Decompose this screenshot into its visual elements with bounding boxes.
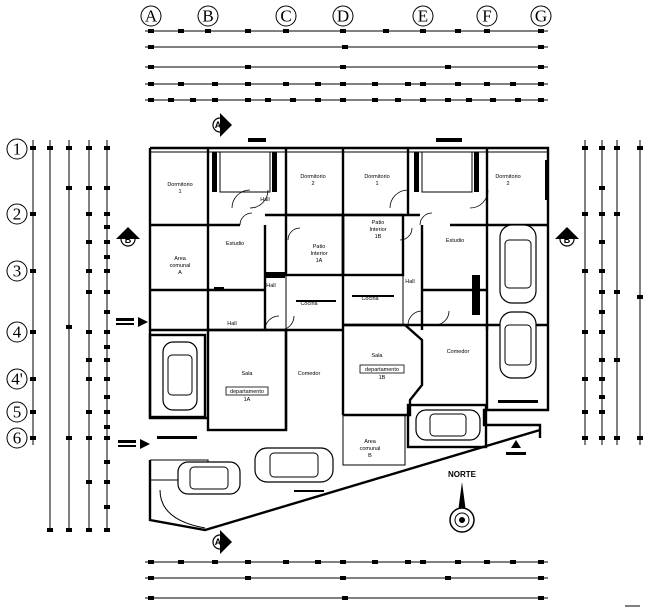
car-right-top — [499, 224, 537, 304]
room-sala-a: Sala — [241, 371, 253, 377]
room-sala-b: Sala — [371, 353, 383, 359]
room-hall-top: Hall — [260, 197, 269, 203]
svg-text:C: C — [280, 7, 291, 26]
section-marker-b-left: B — [116, 227, 140, 247]
top-axis-bubbles: A B C D E F G — [140, 5, 552, 27]
svg-text:1A: 1A — [244, 397, 251, 403]
axis-bubble-4: 4 — [6, 321, 28, 343]
axis-bubble-1: 1 — [6, 138, 28, 160]
svg-text:3: 3 — [13, 262, 22, 281]
svg-text:G: G — [535, 7, 547, 26]
room-estudio-a: Estudio — [226, 241, 244, 247]
svg-text:4': 4' — [11, 370, 23, 389]
left-axis-bubbles: 1 2 3 4 4' 5 6 — [6, 138, 28, 449]
svg-text:A: A — [145, 7, 158, 26]
axis-bubble-a: A — [140, 5, 162, 27]
room-comedor-b: Comedor — [447, 349, 470, 355]
svg-text:A: A — [215, 537, 222, 547]
axis-bubble-2: 2 — [6, 203, 28, 225]
axis-bubble-3: 3 — [6, 260, 28, 282]
room-hall-a: Hall — [266, 283, 275, 289]
car-right-middle — [499, 311, 537, 379]
axis-bubble-4-prime: 4' — [6, 368, 28, 390]
svg-text:1B: 1B — [379, 375, 386, 381]
section-marker-b-right: B — [555, 227, 579, 247]
dep-1b-label: departamento 1B — [359, 364, 405, 381]
svg-text:B: B — [202, 7, 213, 26]
entrance-arrows — [116, 317, 538, 492]
room-estudio-b: Estudio — [446, 238, 464, 244]
svg-text:B: B — [564, 235, 571, 245]
car-lower-middle — [254, 447, 334, 483]
svg-text:5: 5 — [13, 403, 22, 422]
svg-text:departamento: departamento — [230, 389, 264, 395]
svg-text:departamento: departamento — [365, 367, 399, 373]
svg-text:F: F — [482, 7, 491, 26]
dep-1a-label: departamento 1A — [225, 386, 269, 403]
building-walls — [148, 146, 550, 532]
svg-text:NORTE: NORTE — [448, 470, 477, 479]
room-cocina-b: Cocina — [361, 296, 379, 302]
hatched-elements — [212, 138, 549, 315]
svg-text:E: E — [418, 7, 428, 26]
section-marker-a-bottom: A — [212, 530, 232, 554]
room-cocina-a: Cocina — [300, 301, 318, 307]
right-dimension-lines — [582, 140, 643, 445]
svg-text:B: B — [125, 235, 132, 245]
axis-bubble-f: F — [476, 5, 498, 27]
top-dimension-lines — [145, 29, 548, 102]
axis-bubble-e: E — [412, 5, 434, 27]
car-left-parking — [162, 341, 198, 411]
room-comedor-a: Comedor — [298, 371, 321, 377]
axis-bubble-5: 5 — [6, 401, 28, 423]
north-arrow-icon: NORTE — [448, 470, 477, 533]
axis-bubble-6: 6 — [6, 427, 28, 449]
doors — [231, 189, 489, 331]
svg-text:1: 1 — [13, 140, 22, 159]
bottom-dimension-lines — [145, 560, 640, 607]
svg-text:4: 4 — [13, 323, 22, 342]
svg-text:D: D — [337, 7, 349, 26]
left-dimension-lines — [30, 140, 110, 532]
svg-text:2: 2 — [13, 205, 22, 224]
svg-text:A: A — [215, 120, 222, 130]
car-garage — [415, 409, 481, 441]
axis-bubble-b: B — [197, 5, 219, 27]
room-hall-b: Hall — [405, 279, 414, 285]
axis-bubble-d: D — [332, 5, 354, 27]
axis-bubble-c: C — [275, 5, 297, 27]
car-lower-left — [177, 461, 241, 495]
svg-text:6: 6 — [13, 429, 22, 448]
section-marker-a-top: A — [212, 113, 232, 137]
room-hall-c: Hall — [227, 321, 236, 327]
axis-bubble-g: G — [530, 5, 552, 27]
